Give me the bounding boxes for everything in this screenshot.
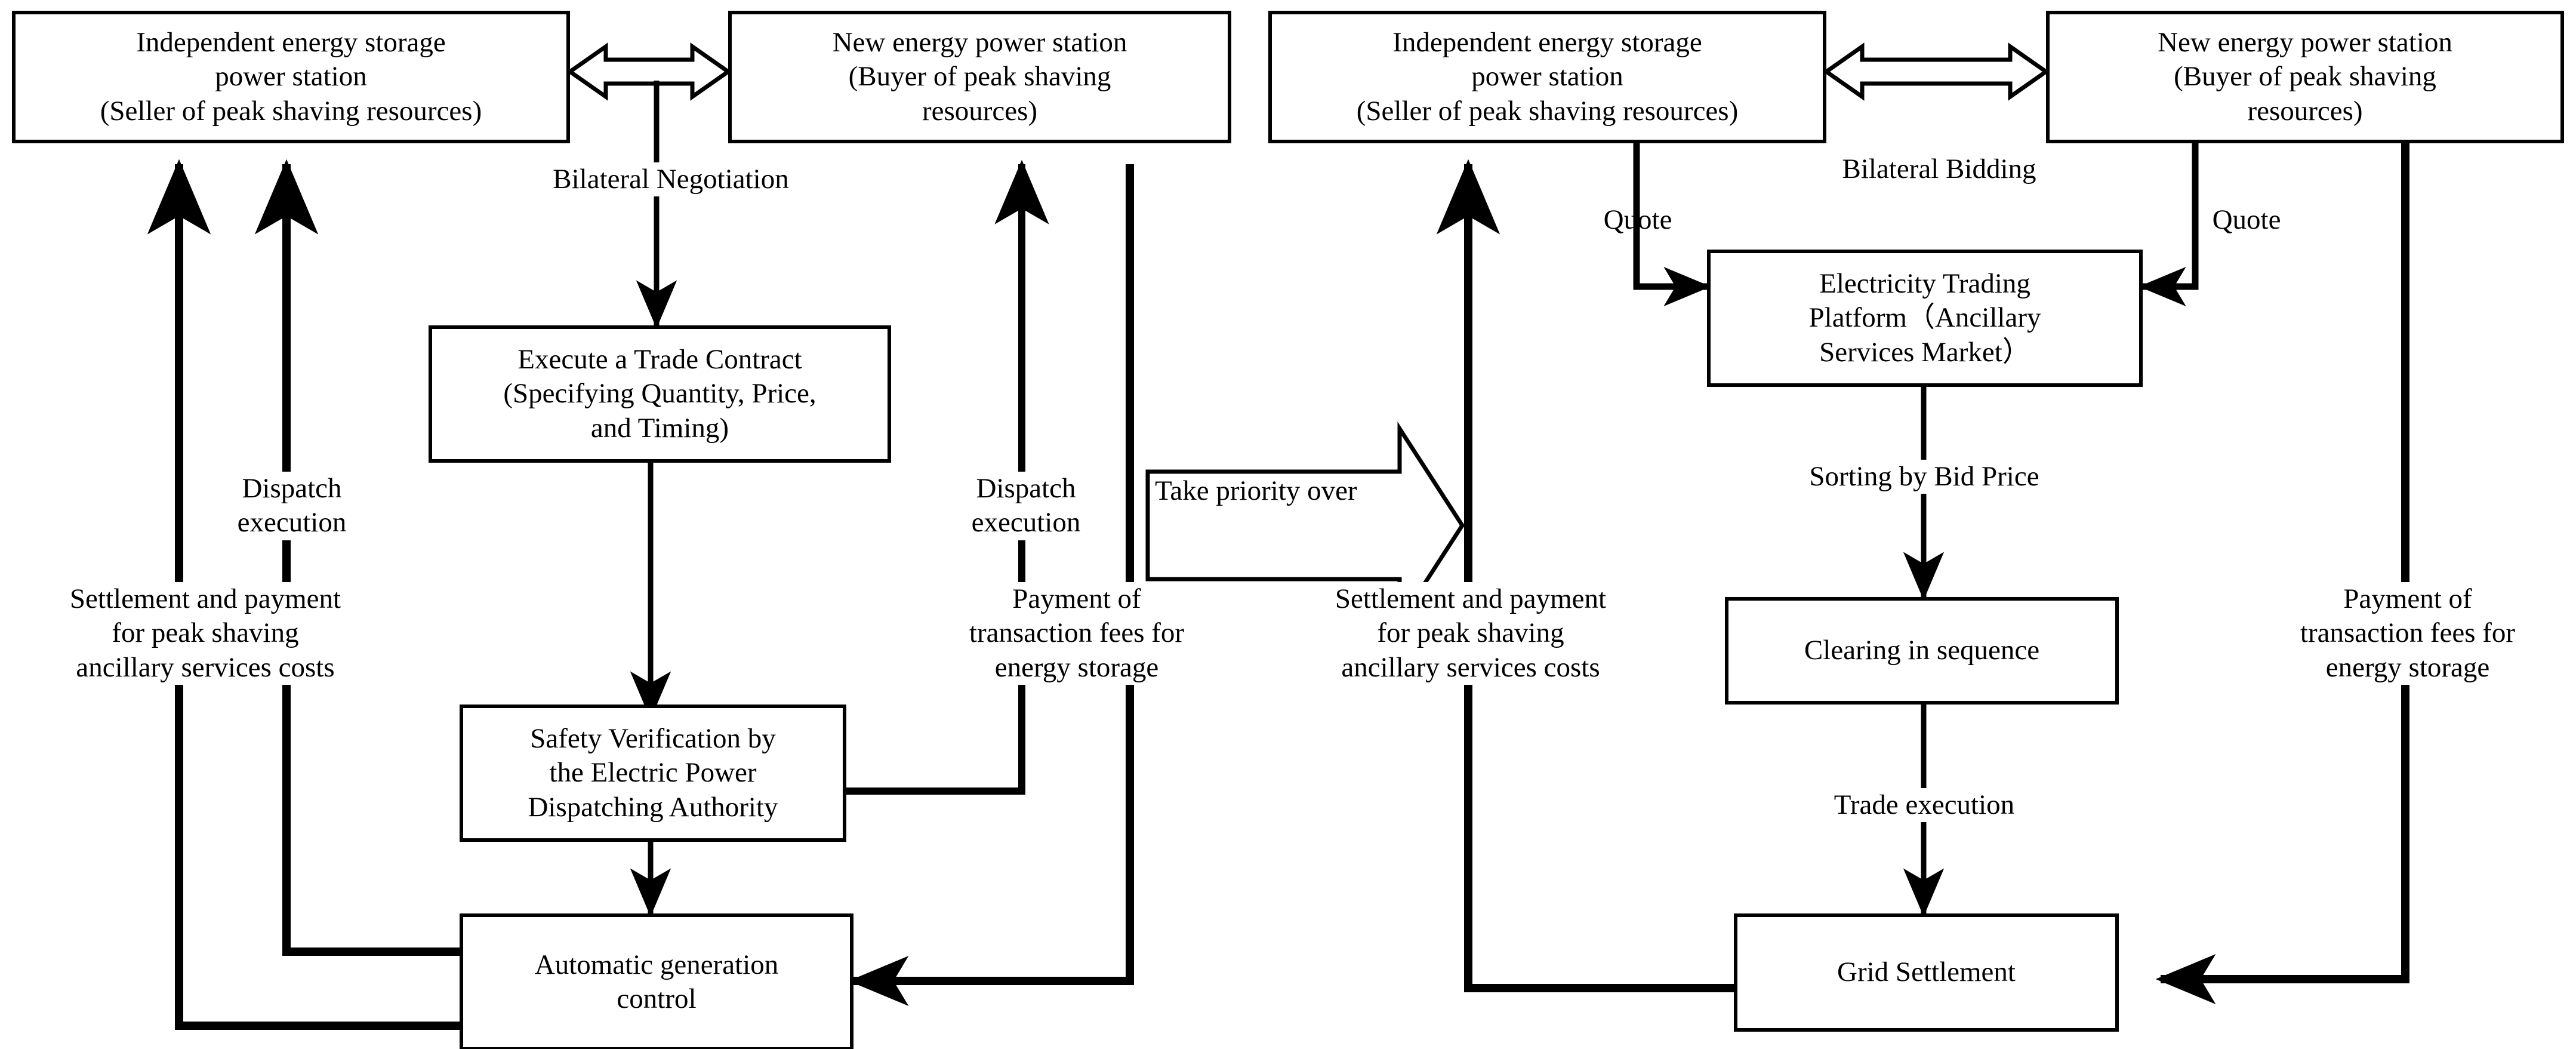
node-right-new-energy-station[interactable]: New energy power station (Buyer of peak … bbox=[2046, 11, 2564, 143]
label-payment-fees-right: Payment of transaction fees for energy s… bbox=[2262, 582, 2553, 685]
edge-grid-to-storage-settlement bbox=[1436, 159, 1746, 992]
node-safety-verification[interactable]: Safety Verification by the Electric Powe… bbox=[460, 705, 846, 842]
node-safety-verification-label: Safety Verification by the Electric Powe… bbox=[528, 723, 778, 823]
label-dispatch-execution-left: Dispatch execution bbox=[203, 472, 381, 540]
node-clearing-in-sequence[interactable]: Clearing in sequence bbox=[1725, 597, 2119, 705]
bilateral-negotiation-double-arrow bbox=[566, 42, 732, 101]
node-trade-contract[interactable]: Execute a Trade Contract (Specifying Qua… bbox=[429, 325, 891, 463]
label-bilateral-bidding: Bilateral Bidding bbox=[1788, 152, 2091, 187]
node-left-new-energy-station-label: New energy power station (Buyer of peak … bbox=[832, 27, 1127, 127]
edge-newenergy-to-grid-payment bbox=[2155, 140, 2409, 1005]
node-right-new-energy-station-label: New energy power station (Buyer of peak … bbox=[2158, 27, 2452, 127]
label-payment-fees-mid: Payment of transaction fees for energy s… bbox=[931, 582, 1222, 685]
node-left-storage-station-label: Independent energy storage power station… bbox=[100, 27, 482, 127]
bilateral-bidding-double-arrow bbox=[1822, 42, 2050, 101]
node-grid-settlement[interactable]: Grid Settlement bbox=[1734, 913, 2119, 1032]
node-electricity-trading-platform-label: Electricity Trading Platform（Ancillary S… bbox=[1808, 268, 2041, 368]
node-electricity-trading-platform[interactable]: Electricity Trading Platform（Ancillary S… bbox=[1707, 250, 2143, 387]
label-quote-right: Quote bbox=[2212, 204, 2281, 235]
label-take-priority-over: Take priority over bbox=[1155, 475, 1357, 506]
label-dispatch-execution-mid: Dispatch execution bbox=[937, 472, 1115, 540]
node-left-storage-station[interactable]: Independent energy storage power station… bbox=[12, 11, 570, 143]
edge-agc-to-storage-dispatch bbox=[254, 159, 460, 956]
node-automatic-generation-control[interactable]: Automatic generation control bbox=[460, 913, 853, 1049]
label-sorting-by-bid-price: Sorting by Bid Price bbox=[1731, 460, 2118, 494]
node-clearing-in-sequence-label: Clearing in sequence bbox=[1804, 635, 2040, 666]
label-settlement-payment-right: Settlement and payment for peak shaving … bbox=[1277, 582, 1664, 685]
edge-newenergy-to-agc-payment bbox=[848, 164, 1134, 1007]
node-automatic-generation-control-label: Automatic generation control bbox=[534, 949, 779, 1014]
node-right-storage-station[interactable]: Independent energy storage power station… bbox=[1268, 11, 1826, 143]
label-settlement-payment-left: Settlement and payment for peak shaving … bbox=[12, 582, 399, 685]
node-left-new-energy-station[interactable]: New energy power station (Buyer of peak … bbox=[728, 11, 1231, 143]
label-bilateral-negotiation: Bilateral Negotiation bbox=[489, 162, 852, 197]
label-quote-left: Quote bbox=[1603, 204, 1672, 235]
node-grid-settlement-label: Grid Settlement bbox=[1837, 956, 2016, 988]
node-trade-contract-label: Execute a Trade Contract (Specifying Qua… bbox=[503, 344, 816, 444]
label-trade-execution: Trade execution bbox=[1755, 788, 2094, 823]
node-right-storage-station-label: Independent energy storage power station… bbox=[1356, 27, 1739, 127]
